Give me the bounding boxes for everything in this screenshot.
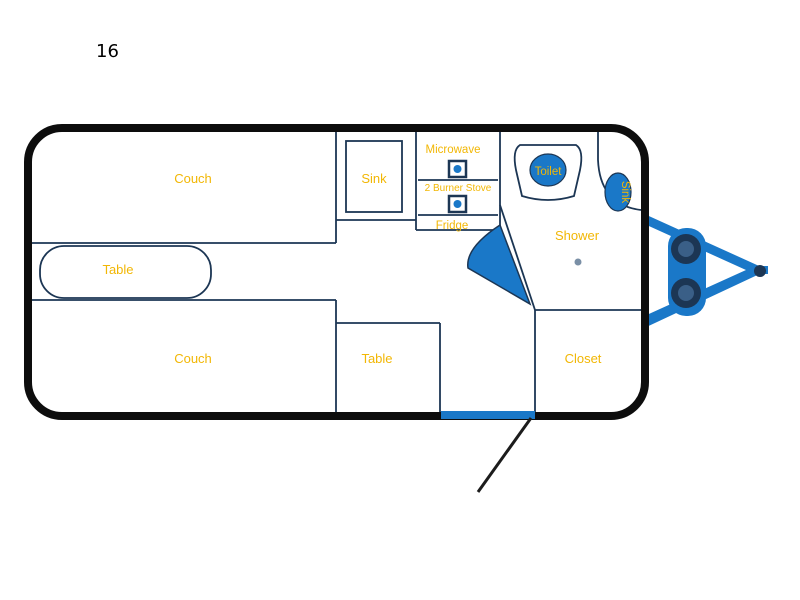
toilet-fixture [513, 144, 583, 201]
galley-sink-label: Sink [361, 171, 387, 186]
hitch-coupler-icon [754, 265, 766, 277]
closet-label: Closet [565, 351, 602, 366]
toilet-label: Toilet [535, 166, 563, 178]
dinette-table [39, 245, 212, 299]
couch-top-label: Couch [174, 171, 212, 186]
bath-sink-icon [604, 172, 632, 212]
bath-sink-label: Sink [619, 181, 631, 204]
stove-burners [447, 159, 468, 214]
microwave-label: Microwave [426, 144, 481, 156]
toilet-icon [529, 153, 567, 187]
entry-doorway [441, 411, 535, 419]
model-number: 16 [96, 41, 119, 62]
shower-label: Shower [555, 228, 600, 243]
fridge-label: Fridge [436, 220, 469, 232]
table-center-label: Table [361, 351, 392, 366]
couch-bottom-label: Couch [174, 351, 212, 366]
entry-door-swing [476, 417, 533, 493]
stove-label: 2 Burner Stove [425, 183, 492, 194]
shower-drain-icon [574, 258, 582, 266]
trailer-hitch [640, 212, 768, 330]
trailer-outer-wall [24, 124, 649, 420]
interior-walls [32, 132, 642, 412]
table-left-label: Table [102, 262, 133, 277]
bathroom-door-swing [467, 223, 532, 306]
